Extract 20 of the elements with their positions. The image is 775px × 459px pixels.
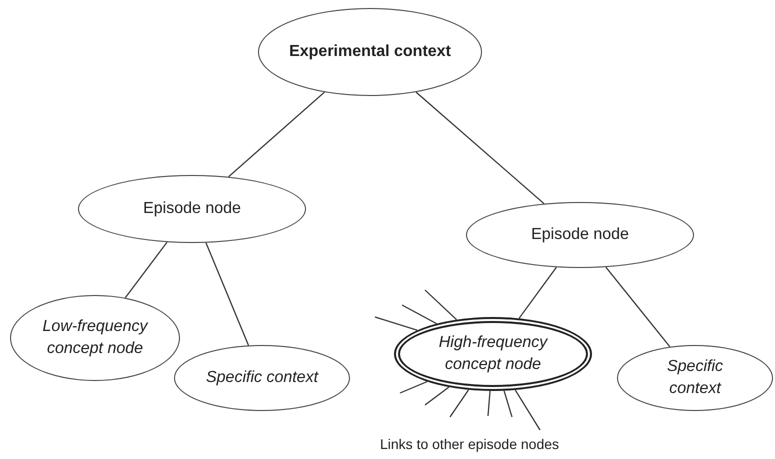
connector-line (124, 242, 168, 298)
link-line (400, 381, 428, 394)
link-line (374, 316, 418, 331)
connector-line (605, 266, 670, 348)
connector-line (416, 92, 544, 204)
node-label: Episode node (142, 199, 242, 219)
connector-line (205, 242, 250, 346)
node-label: Episode node (530, 225, 630, 245)
link-line (504, 390, 513, 418)
node-label: Low-frequency concept node (42, 317, 150, 359)
node-label: Specific context (204, 368, 320, 388)
connector-line (518, 266, 557, 319)
node-label: Specific context (666, 357, 724, 399)
link-line (514, 390, 541, 430)
node-label: High-frequency concept node (438, 333, 549, 375)
connector-line (228, 92, 325, 178)
link-line (487, 390, 491, 416)
node-label: Experimental context (288, 42, 452, 62)
note-text: Links to other episode nodes (380, 435, 560, 454)
link-line (450, 390, 470, 418)
